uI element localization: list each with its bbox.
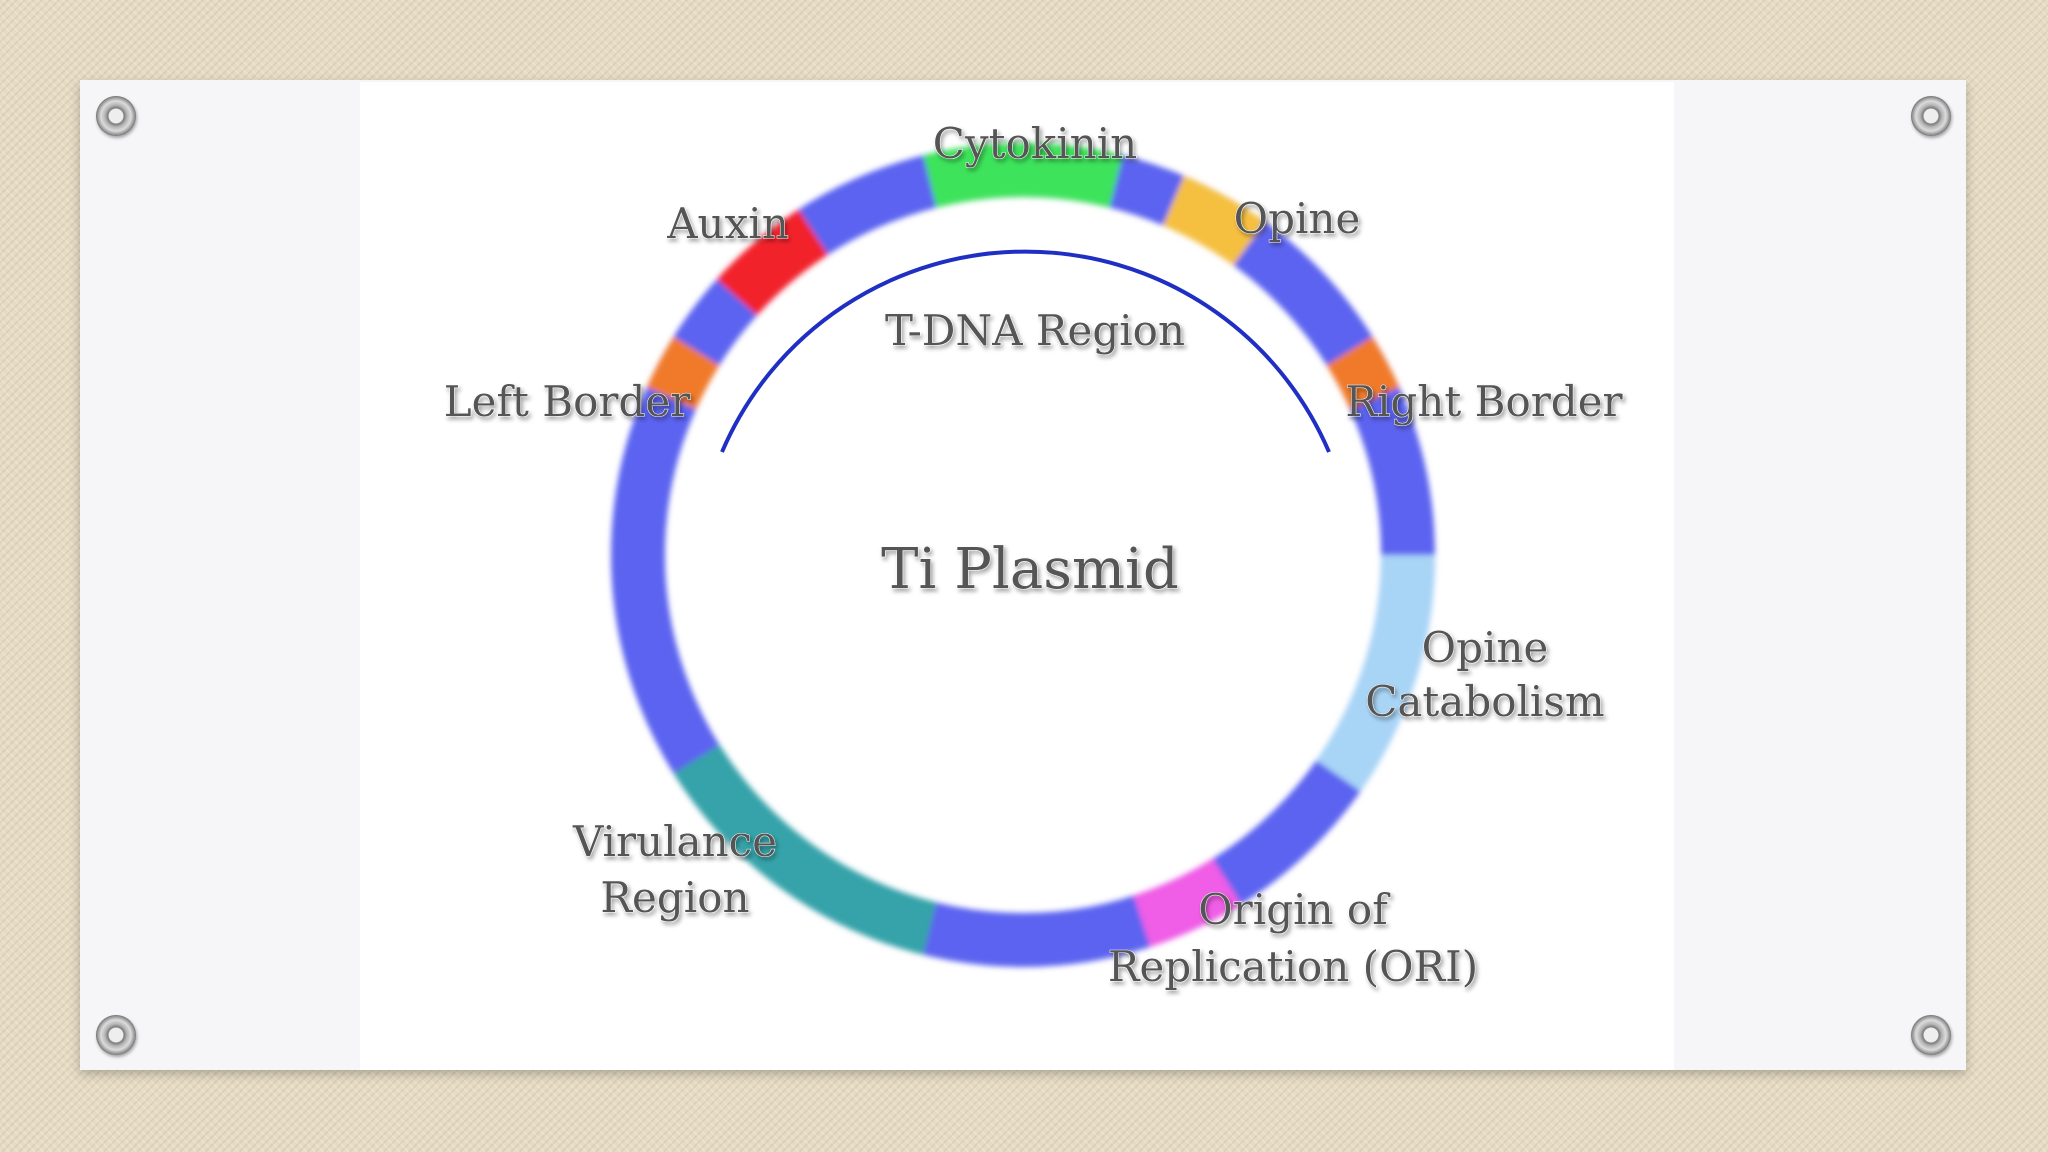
segment-opine — [1162, 175, 1266, 266]
plasmid-ring — [611, 143, 1435, 967]
ori-label-line1: Origin of — [1198, 885, 1391, 934]
opine-label: Opine — [1234, 194, 1361, 243]
opine-catabolism-label-line2: Catabolism — [1365, 677, 1605, 726]
auxin-label: Auxin — [666, 199, 789, 248]
segment-cytokinin — [923, 143, 1123, 208]
bottom-left-grommet — [96, 1015, 136, 1055]
bottom-right-grommet — [1911, 1015, 1951, 1055]
segment-right-border — [1326, 336, 1400, 410]
top-left-grommet — [96, 96, 136, 136]
segment-left-border — [646, 336, 720, 410]
segment-ori — [1133, 858, 1242, 947]
segment-auxin — [716, 209, 829, 316]
tdna-arc — [720, 249, 1331, 453]
opine-catabolism-label-line1: Opine — [1422, 623, 1549, 672]
top-right-grommet — [1911, 96, 1951, 136]
left-border-label: Left Border — [444, 377, 691, 426]
right-border-label: Right Border — [1345, 377, 1623, 426]
virulance-label-line1: Virulance — [572, 817, 777, 866]
segment-virulence — [673, 744, 937, 955]
diagram-image-area — [360, 82, 1674, 1070]
plasmid-title: Ti Plasmid — [881, 537, 1179, 602]
segment-opine-catabolism — [1316, 554, 1435, 792]
virulance-label-line2: Region — [600, 873, 749, 922]
ori-label-line2: Replication (ORI) — [1108, 942, 1478, 991]
tdna-region-label: T-DNA Region — [885, 306, 1185, 355]
cytokinin-label: Cytokinin — [933, 119, 1137, 168]
